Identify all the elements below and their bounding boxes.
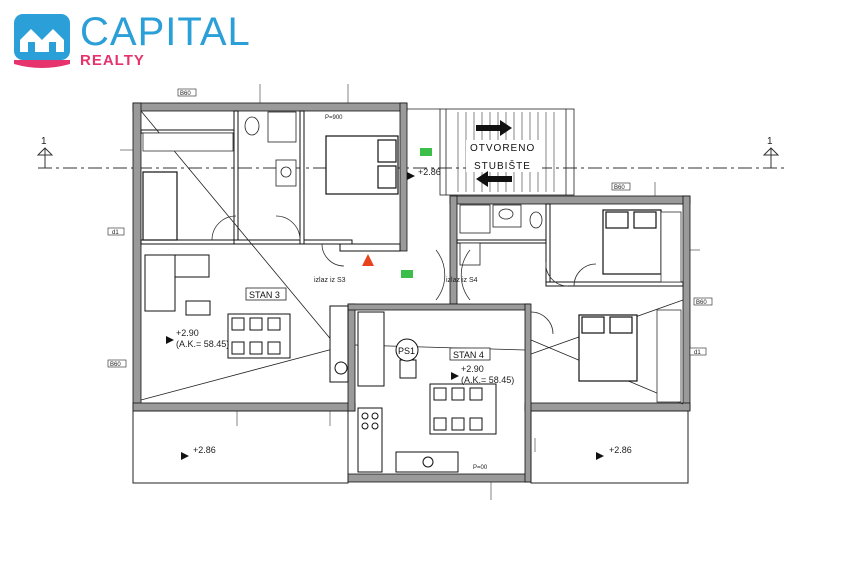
apt-label-box-4 bbox=[449, 347, 491, 361]
level-marker-icons bbox=[166, 172, 604, 460]
stairwell bbox=[407, 108, 575, 196]
apt3-name: STAN 3 bbox=[249, 290, 280, 300]
stair-arrow-icons bbox=[476, 120, 512, 187]
window-tag-top bbox=[177, 88, 197, 97]
window-tag-right-label: B60 bbox=[614, 185, 625, 191]
brand-name: CAPITAL bbox=[80, 10, 251, 54]
bed-right-top bbox=[602, 209, 662, 275]
exit-sign-icon bbox=[420, 148, 432, 156]
door-tag-right-label: d1 bbox=[694, 350, 701, 356]
apt-label-box-3 bbox=[245, 287, 287, 301]
apt4-level: +2.90 bbox=[461, 364, 484, 374]
door-tag-right bbox=[689, 347, 707, 356]
room-diagonals-left bbox=[140, 110, 349, 401]
living-left-furniture bbox=[144, 254, 349, 383]
door-swings bbox=[211, 215, 597, 335]
stair-label-bg bbox=[466, 140, 542, 172]
stair-label-line1: OTVORENO bbox=[470, 143, 535, 154]
stair-label-line2: STUBIŠTE bbox=[474, 159, 531, 172]
apt3-area: (A.K.= 58.45) bbox=[176, 339, 229, 349]
door-label-top: P=900 bbox=[325, 115, 343, 121]
window-tag-top-label: B60 bbox=[180, 91, 191, 97]
bathroom-left bbox=[244, 111, 297, 187]
window-tag-right-2-label: B60 bbox=[696, 300, 707, 306]
balcony-left-level: +2.86 bbox=[193, 445, 216, 455]
kitchen-central bbox=[357, 311, 497, 473]
section-marker-left: 1 bbox=[41, 136, 47, 147]
window-tag-left bbox=[107, 359, 127, 368]
ps-marker-circle bbox=[395, 338, 419, 362]
wardrobes bbox=[142, 132, 682, 403]
apt4-name: STAN 4 bbox=[453, 350, 484, 360]
exit-right-label: izlaz iz S4 bbox=[446, 277, 478, 284]
single-bed-left bbox=[142, 171, 178, 241]
apt4-area: (A.K.= 58.45) bbox=[461, 375, 514, 385]
balconies bbox=[132, 410, 689, 484]
exit-sign-icon-2 bbox=[401, 270, 413, 278]
window-tag-right bbox=[611, 182, 631, 191]
door-tag-left-label: d1 bbox=[112, 230, 119, 236]
section-line bbox=[36, 147, 788, 169]
bathroom-right bbox=[459, 204, 543, 266]
door-tag-left bbox=[107, 227, 125, 236]
bed-right-bottom bbox=[578, 314, 638, 382]
house-logo-icon bbox=[14, 14, 70, 68]
exterior-walls bbox=[132, 102, 691, 483]
company-logo: CAPITAL REALTY bbox=[14, 10, 254, 74]
bed-left bbox=[325, 135, 399, 195]
exit-left-label: izlaz iz S3 bbox=[314, 277, 346, 284]
entrance-marker-icon bbox=[362, 254, 374, 266]
door-label-bottom: P=00 bbox=[473, 465, 488, 471]
dimension-lines bbox=[120, 84, 700, 500]
section-marker-right: 1 bbox=[767, 136, 773, 147]
balcony-right-level: +2.86 bbox=[609, 445, 632, 455]
interior-walls-right bbox=[456, 203, 684, 287]
stair-level: +2.86 bbox=[418, 167, 441, 177]
window-tag-left-label: B60 bbox=[110, 362, 121, 368]
ps-label: PS1 bbox=[398, 346, 415, 356]
brand-subtitle: REALTY bbox=[80, 52, 145, 69]
window-tag-right-2 bbox=[693, 297, 713, 306]
apt3-level: +2.90 bbox=[176, 328, 199, 338]
